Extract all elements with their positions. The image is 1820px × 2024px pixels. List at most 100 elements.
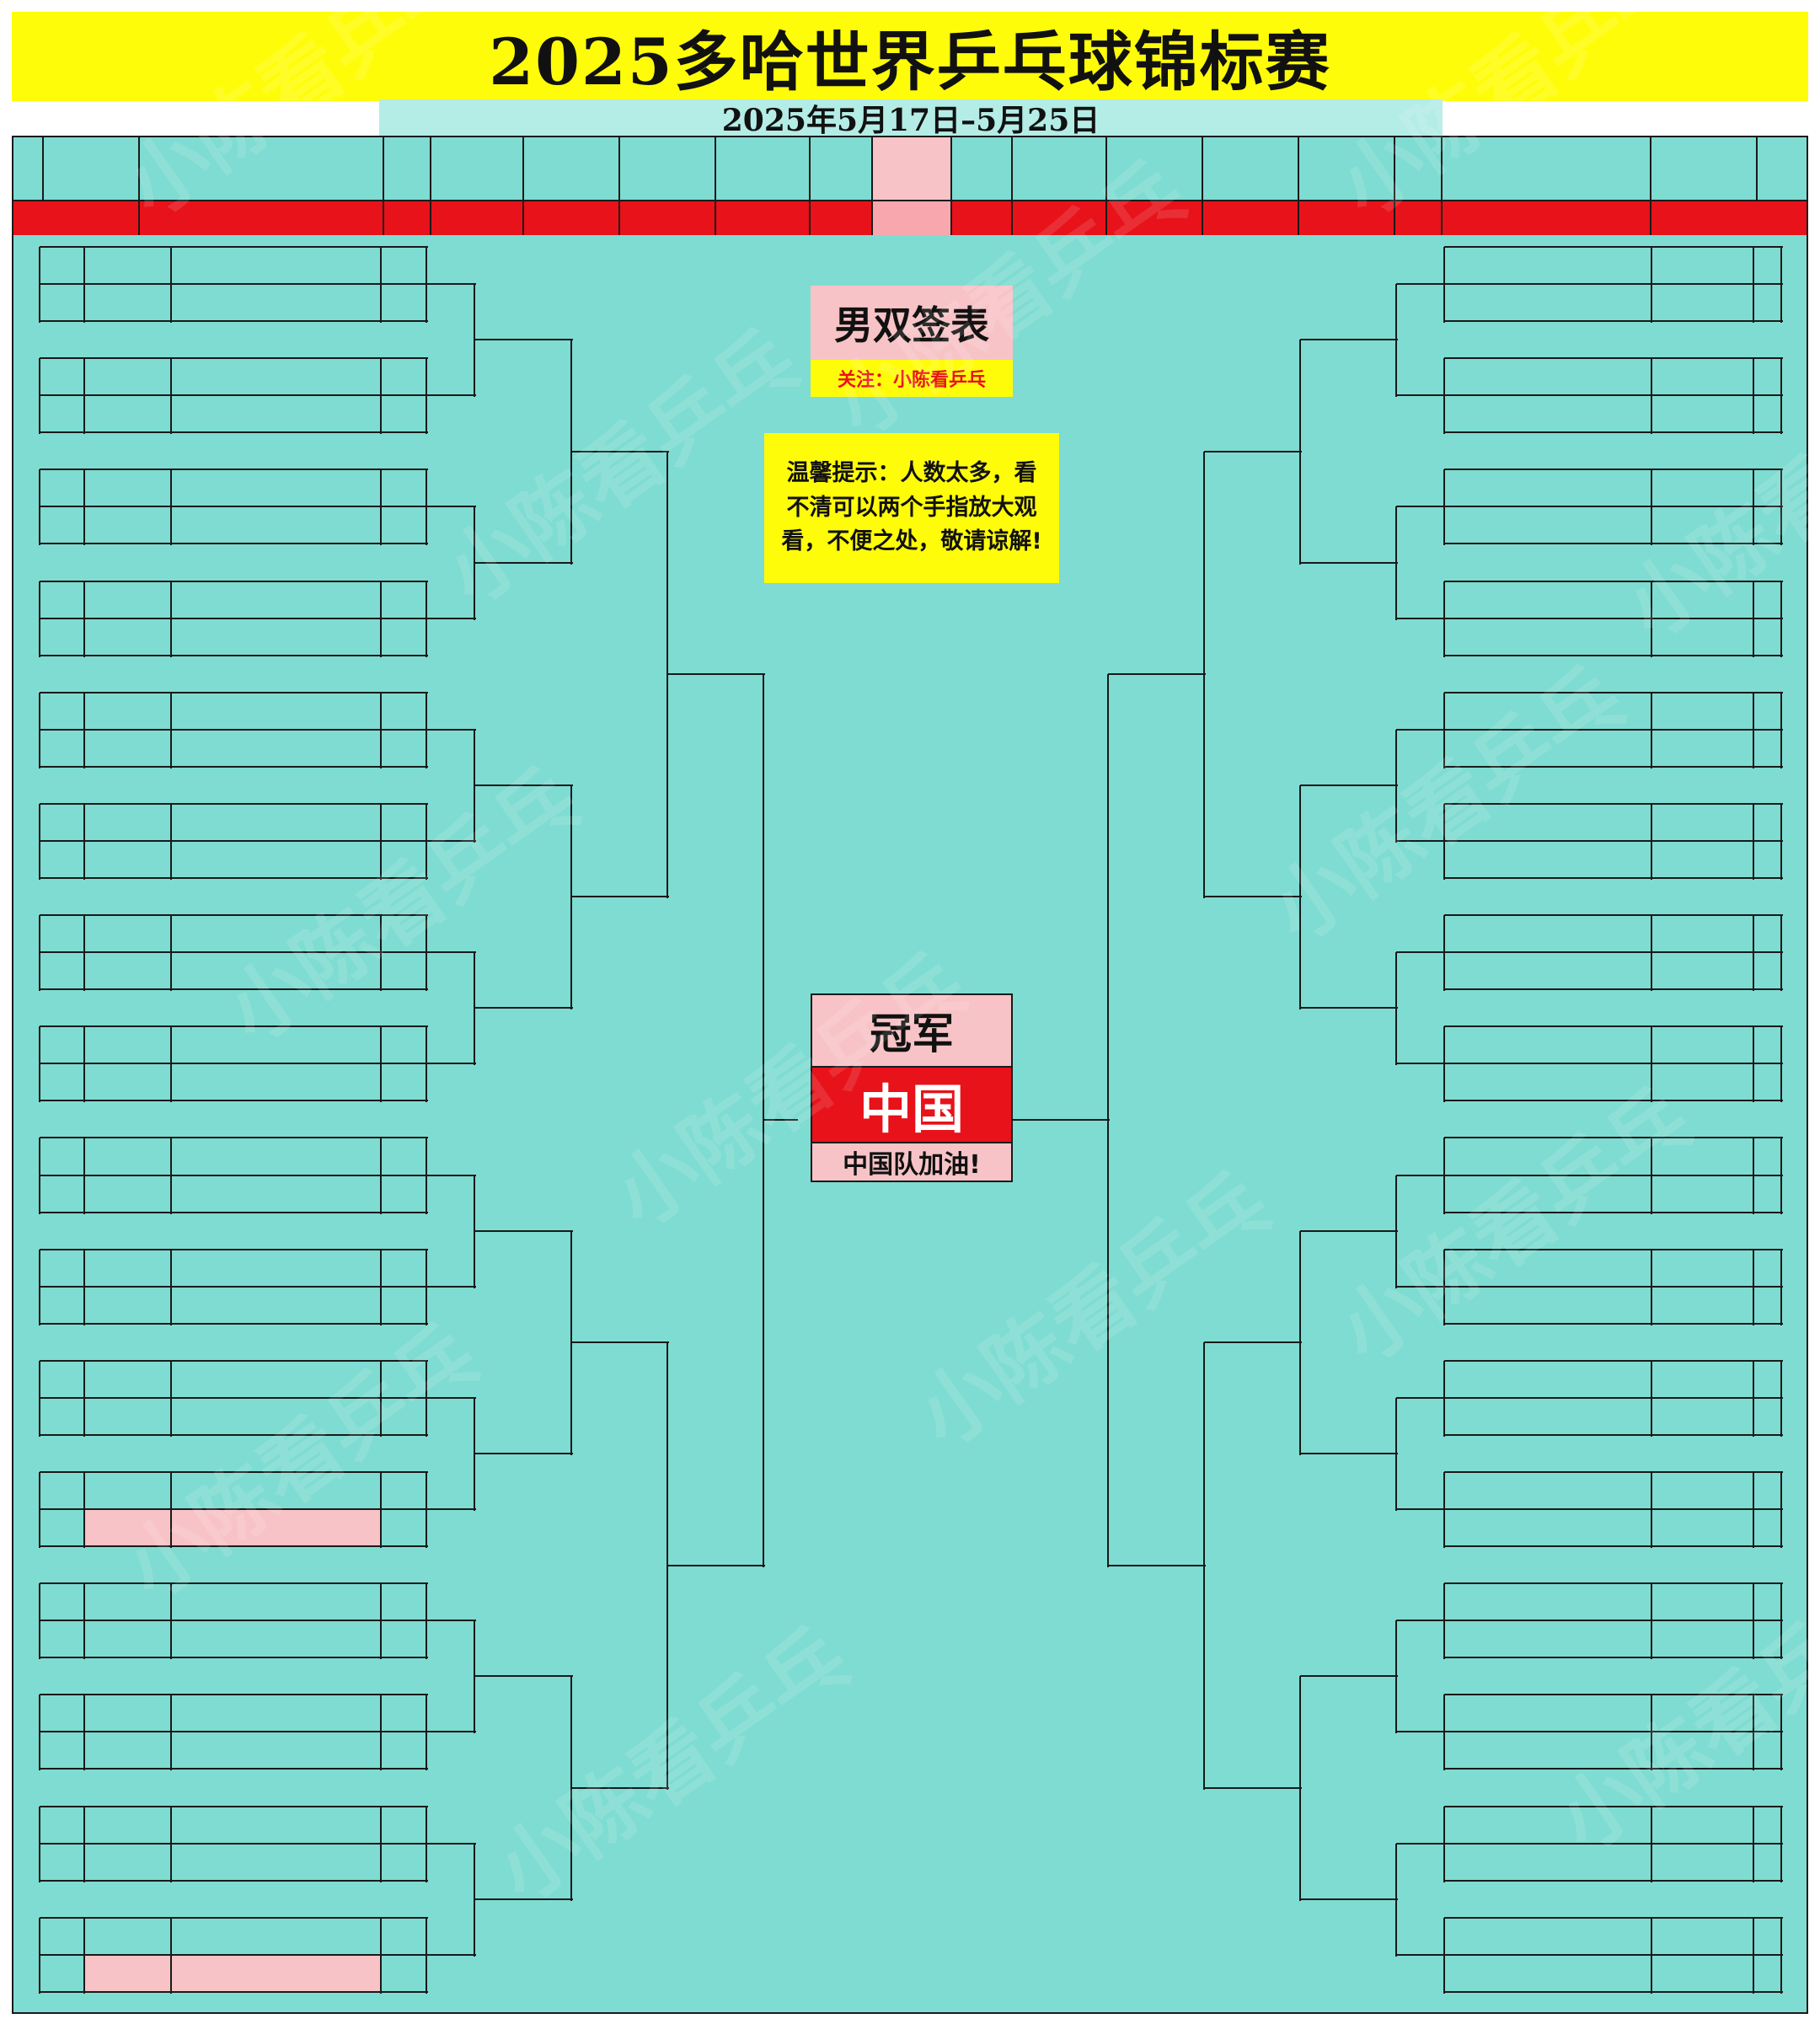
- bracket-line: [380, 693, 382, 768]
- bracket-line: [474, 1230, 524, 1232]
- bracket-line: [570, 1231, 572, 1455]
- team-players: [1444, 1695, 1651, 1732]
- seed-number: [40, 1509, 84, 1546]
- header-r8-left: [524, 137, 620, 200]
- bracket-line: [1651, 358, 1652, 434]
- bracket-line: [380, 247, 382, 323]
- bracket-line: [1444, 1917, 1783, 1919]
- follow-note: 关注：小陈看乒乓: [811, 360, 1013, 397]
- bracket-line: [763, 674, 764, 1567]
- team-players: [171, 952, 381, 989]
- team-players: [1444, 1138, 1651, 1175]
- bracket-line: [1444, 469, 1783, 470]
- bracket-line: [1444, 1731, 1783, 1732]
- bracket-line: [619, 1787, 669, 1789]
- bracket-line: [1780, 804, 1782, 880]
- header-final-left: [716, 137, 811, 200]
- bracket-line: [426, 1731, 476, 1732]
- bracket-line: [1348, 784, 1398, 786]
- bracket-line: [619, 1341, 669, 1343]
- team-players: [1444, 1918, 1651, 1955]
- bracket-line: [1780, 1583, 1782, 1659]
- seed-number: [1753, 1398, 1781, 1435]
- seed-number: [1753, 804, 1781, 841]
- bracket-line: [1395, 284, 1397, 397]
- bracket-line: [1443, 693, 1445, 768]
- bracket-line: [83, 1138, 85, 1214]
- bracket-line: [1651, 1918, 1652, 1994]
- bracket-line: [170, 1918, 172, 1994]
- bracket-line: [1203, 452, 1205, 898]
- bracket-line: [39, 469, 40, 545]
- seed-number: [1753, 952, 1781, 989]
- bracket-line: [1444, 1323, 1783, 1325]
- team-players: [171, 1620, 381, 1657]
- bracket-line: [426, 1843, 476, 1845]
- team-players: [171, 804, 381, 841]
- bracket-line: [1107, 674, 1109, 1567]
- bracket-line: [1443, 358, 1445, 434]
- bracket-line: [619, 896, 669, 897]
- bracket-line: [83, 1918, 85, 1994]
- team-players: [1444, 1398, 1651, 1435]
- bracket-line: [1753, 1472, 1754, 1548]
- champion-cheer: 中国队加油!: [811, 1142, 1013, 1182]
- seed-number: [1753, 1732, 1781, 1769]
- team-country: [84, 915, 171, 952]
- bracket-line: [522, 562, 573, 564]
- team-players: [171, 1695, 381, 1732]
- team-players: [171, 1583, 381, 1620]
- bracket-line: [1443, 1361, 1445, 1437]
- r32-slot: [381, 1250, 426, 1287]
- bracket-line: [426, 1807, 427, 1882]
- bracket-line: [1651, 693, 1652, 768]
- bracket-line: [1753, 247, 1754, 323]
- team-players: [1444, 469, 1651, 506]
- r32-slot: [381, 1472, 426, 1509]
- bracket-line: [380, 1807, 382, 1882]
- bracket-line: [40, 1100, 428, 1101]
- team-players: [171, 915, 381, 952]
- bracket-line: [1444, 1212, 1783, 1213]
- bracket-line: [1444, 988, 1783, 990]
- bracket-line: [571, 451, 621, 452]
- bracket-line: [1753, 1026, 1754, 1102]
- team-players: [1444, 1175, 1651, 1213]
- team-players: [171, 1398, 381, 1435]
- bracket-line: [170, 1472, 172, 1548]
- bracket-line: [1396, 1063, 1446, 1064]
- bracket-line: [39, 1026, 40, 1102]
- bracket-line: [1300, 1453, 1350, 1454]
- seed-number: [40, 1026, 84, 1063]
- team-players: [171, 1732, 381, 1769]
- seed-number: [40, 1175, 84, 1213]
- bracket-line: [380, 804, 382, 880]
- team-players: [171, 581, 381, 618]
- bracket-line: [1753, 1583, 1754, 1659]
- header-champion: [873, 137, 952, 200]
- bracket-line: [39, 1472, 40, 1548]
- team-country: [84, 284, 171, 321]
- seed-number: [40, 915, 84, 952]
- bracket-line: [1443, 804, 1445, 880]
- points-final-10: [1013, 201, 1107, 235]
- bracket-line: [1443, 1472, 1445, 1548]
- bracket-line: [40, 1694, 428, 1695]
- seed-number: [40, 1583, 84, 1620]
- bracket-line: [83, 247, 85, 323]
- bracket-line: [1396, 1954, 1446, 1956]
- bracket-line: [1780, 358, 1782, 434]
- bracket-line: [715, 1565, 765, 1566]
- bracket-line: [170, 581, 172, 657]
- seed-number: [1753, 1361, 1781, 1398]
- bracket-line: [170, 469, 172, 545]
- bracket-line: [170, 1807, 172, 1882]
- bracket-line: [1443, 1695, 1445, 1770]
- seed-number: [1753, 618, 1781, 656]
- bracket-line: [40, 581, 428, 582]
- bracket-line: [1780, 1918, 1782, 1994]
- bracket-line: [1300, 1007, 1350, 1009]
- team-country: [1651, 506, 1753, 543]
- bracket-line: [1780, 581, 1782, 657]
- bracket-line: [1651, 1695, 1652, 1770]
